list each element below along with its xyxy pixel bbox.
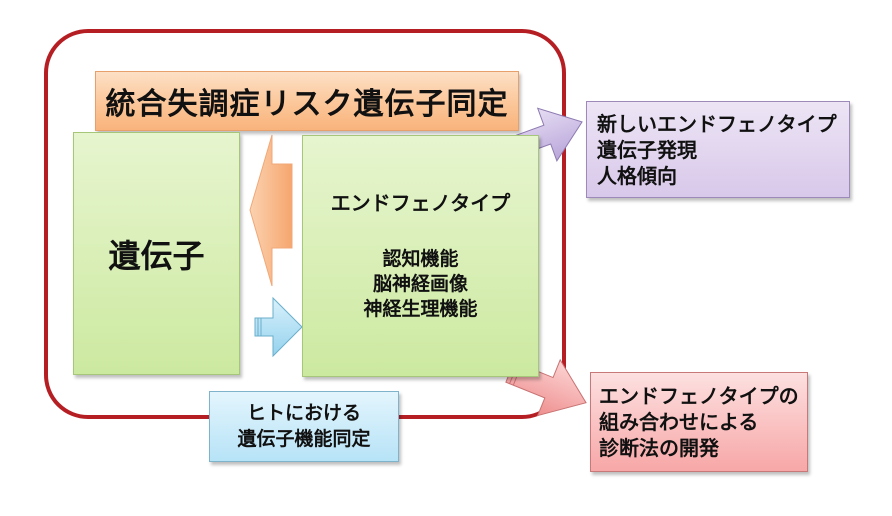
endophenotype-heading: エンドフェノタイプ — [330, 191, 511, 216]
diagnosis-box: エンドフェノタイプの 組み合わせによる 診断法の開発 — [590, 372, 808, 472]
endophenotype-box: エンドフェノタイプ 認知機能 脳神経画像 神経生理機能 — [302, 135, 539, 377]
new-outputs-line: 新しいエンドフェノタイプ — [597, 111, 837, 136]
new-outputs-box: 新しいエンドフェノタイプ 遺伝子発現 人格傾向 — [586, 101, 850, 198]
diagnosis-line: 組み合わせによる — [599, 410, 759, 434]
endophenotype-item: 神経生理機能 — [363, 297, 478, 320]
endophenotype-item: 脳神経画像 — [372, 272, 468, 295]
title-text: 統合失調症リスク遺伝子同定 — [105, 87, 509, 122]
human-gene-function-line: 遺伝子機能同定 — [237, 427, 371, 450]
new-outputs-line: 人格傾向 — [597, 163, 677, 188]
endophenotype-item: 認知機能 — [382, 247, 459, 270]
human-gene-function-line: ヒトにおける — [246, 401, 361, 424]
human-gene-function-box: ヒトにおける 遺伝子機能同定 — [209, 391, 399, 462]
gene-label: 遺伝子 — [108, 236, 205, 275]
new-outputs-line: 遺伝子発現 — [597, 137, 697, 162]
gene-box: 遺伝子 — [73, 132, 240, 375]
diagnosis-line: 診断法の開発 — [599, 436, 719, 460]
title-box: 統合失調症リスク遺伝子同定 — [95, 71, 519, 131]
diagnosis-line: エンドフェノタイプの — [599, 384, 799, 408]
